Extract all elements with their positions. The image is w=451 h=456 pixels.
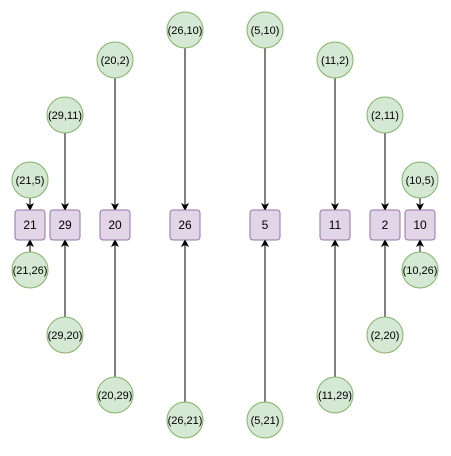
circle-label: (21,26) <box>13 265 48 277</box>
box-label: 26 <box>178 218 192 232</box>
circle-shape <box>366 96 404 134</box>
bottom-node-1: (29,20) <box>46 316 84 354</box>
box-shape <box>319 209 351 241</box>
top-node-6: (2,11) <box>366 96 404 134</box>
box-node-26: 26 <box>169 209 201 241</box>
box-label: 21 <box>23 218 37 232</box>
box-node-29: 29 <box>49 209 81 241</box>
circles-layer: (21,5) (29,11) (20,2) (26,10) (5,10) (11,2) (2… <box>11 11 439 439</box>
bottom-node-4: (5,21) <box>246 401 284 439</box>
box-label: 5 <box>262 218 269 232</box>
circle-shape <box>246 401 284 439</box>
bottom-node-7: (10,26) <box>401 251 439 289</box>
boxes-layer: 21 29 20 26 5 11 2 10 <box>14 209 436 241</box>
box-shape <box>14 209 46 241</box>
circle-label: (21,5) <box>16 175 45 187</box>
circle-label: (29,11) <box>48 110 82 122</box>
bottom-node-5: (11,29) <box>316 376 354 414</box>
box-shape <box>169 209 201 241</box>
bottom-node-2: (20,29) <box>96 376 134 414</box>
box-node-21: 21 <box>14 209 46 241</box>
top-node-3: (26,10) <box>166 11 204 49</box>
top-node-0: (21,5) <box>11 161 49 199</box>
bottom-node-6: (2,20) <box>366 316 404 354</box>
circle-label: (29,20) <box>48 330 83 342</box>
box-shape <box>249 209 281 241</box>
circle-label: (11,2) <box>321 55 349 67</box>
circle-shape <box>46 316 84 354</box>
circle-shape <box>166 401 204 439</box>
circle-shape <box>316 376 354 414</box>
box-node-2: 2 <box>369 209 401 241</box>
box-label: 11 <box>329 218 342 232</box>
circle-shape <box>96 41 134 79</box>
circle-shape <box>11 251 49 289</box>
box-shape <box>99 209 131 241</box>
circle-label: (2,20) <box>371 330 400 342</box>
box-shape <box>49 209 81 241</box>
top-node-7: (10,5) <box>401 161 439 199</box>
circle-label: (20,29) <box>98 390 133 402</box>
circle-label: (26,21) <box>168 415 203 427</box>
box-label: 2 <box>382 218 389 232</box>
circle-label: (11,29) <box>318 390 352 402</box>
circle-label: (5,10) <box>251 25 280 37</box>
circle-label: (5,21) <box>251 415 280 427</box>
box-label: 20 <box>108 218 122 232</box>
box-label: 10 <box>413 218 427 232</box>
circle-label: (20,2) <box>101 55 130 67</box>
circle-shape <box>246 11 284 49</box>
box-shape <box>404 209 436 241</box>
circle-shape <box>401 251 439 289</box>
circle-label: (26,10) <box>168 25 203 37</box>
bottom-node-3: (26,21) <box>166 401 204 439</box>
box-shape <box>369 209 401 241</box>
circle-shape <box>166 11 204 49</box>
circle-shape <box>401 161 439 199</box>
circle-shape <box>11 161 49 199</box>
top-node-4: (5,10) <box>246 11 284 49</box>
circle-shape <box>46 96 84 134</box>
bottom-node-0: (21,26) <box>11 251 49 289</box>
top-node-1: (29,11) <box>46 96 84 134</box>
box-node-20: 20 <box>99 209 131 241</box>
box-node-11: 11 <box>319 209 351 241</box>
box-node-10: 10 <box>404 209 436 241</box>
top-node-5: (11,2) <box>316 41 354 79</box>
circle-shape <box>96 376 134 414</box>
box-node-5: 5 <box>249 209 281 241</box>
circle-label: (10,5) <box>406 175 435 187</box>
top-node-2: (20,2) <box>96 41 134 79</box>
edges-layer <box>26 48 424 402</box>
box-label: 29 <box>58 218 72 232</box>
circle-shape <box>316 41 354 79</box>
circle-label: (10,26) <box>403 265 438 277</box>
circle-shape <box>366 316 404 354</box>
circle-label: (2,11) <box>371 110 399 122</box>
